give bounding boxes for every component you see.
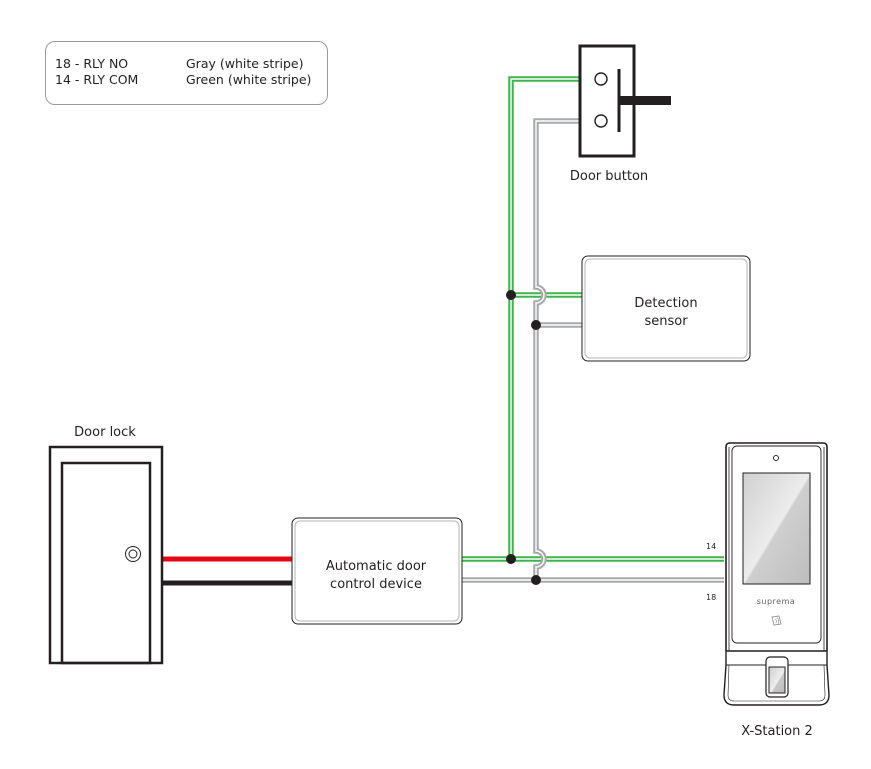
green-com-wire bbox=[462, 76, 724, 562]
terminal-label-com: 14 bbox=[706, 542, 716, 551]
sensor-label-line1: Detection bbox=[634, 296, 697, 311]
x-station-2-device: suprema X-Station 2 bbox=[723, 442, 830, 739]
legend-color: Green (white stripe) bbox=[186, 72, 312, 87]
legend-code: 14 - RLY COM bbox=[55, 72, 139, 87]
junctions bbox=[506, 290, 541, 585]
controller-label-line2: control device bbox=[330, 577, 422, 592]
wire-white-stripe bbox=[510, 78, 724, 560]
door-button-label: Door button bbox=[570, 169, 648, 184]
device-body-edge bbox=[728, 447, 825, 651]
detection-sensor: Detection sensor bbox=[581, 255, 751, 362]
wires bbox=[162, 76, 724, 586]
junction-dot bbox=[506, 554, 516, 564]
device-label: X-Station 2 bbox=[741, 724, 813, 739]
camera-icon bbox=[773, 455, 779, 461]
auto-door-controller: Automatic door control device bbox=[291, 517, 463, 625]
door-knob-inner bbox=[128, 549, 138, 559]
fingerprint-sensor-icon bbox=[768, 666, 786, 694]
terminal-circle bbox=[594, 72, 608, 86]
junction-dot bbox=[506, 290, 516, 300]
legend-color: Gray (white stripe) bbox=[186, 56, 304, 71]
wire-legend: 18 - RLY NO Gray (white stripe) 14 - RLY… bbox=[45, 41, 328, 105]
device-screen bbox=[742, 472, 811, 585]
door-button: Door button bbox=[570, 44, 671, 184]
device-lower-inner bbox=[727, 664, 826, 702]
controller-box-inner bbox=[294, 520, 460, 622]
junction-dot bbox=[531, 575, 541, 585]
device-brand: suprema bbox=[757, 597, 796, 606]
legend-code: 18 - RLY NO bbox=[55, 56, 129, 71]
junction-dot bbox=[531, 320, 541, 330]
sensor-box-outer bbox=[581, 255, 751, 362]
door-lock: Door lock bbox=[48, 425, 164, 665]
terminal-circle bbox=[594, 114, 608, 128]
sensor-box-inner bbox=[584, 258, 748, 359]
sensor-label-line2: sensor bbox=[644, 314, 688, 329]
device-front-panel bbox=[731, 445, 822, 644]
gray-no-wire bbox=[462, 118, 724, 583]
controller-label-line1: Automatic door bbox=[326, 559, 427, 574]
terminal-label-no: 18 bbox=[706, 593, 716, 602]
door-knob-icon bbox=[125, 546, 141, 562]
door-frame bbox=[48, 445, 164, 665]
wire-white-stripe bbox=[535, 120, 724, 581]
rfid-icon bbox=[771, 615, 782, 626]
door-panel bbox=[60, 461, 152, 665]
controller-box-outer bbox=[291, 517, 463, 625]
door-lock-label: Door lock bbox=[74, 425, 136, 440]
button-plunger bbox=[619, 96, 671, 105]
